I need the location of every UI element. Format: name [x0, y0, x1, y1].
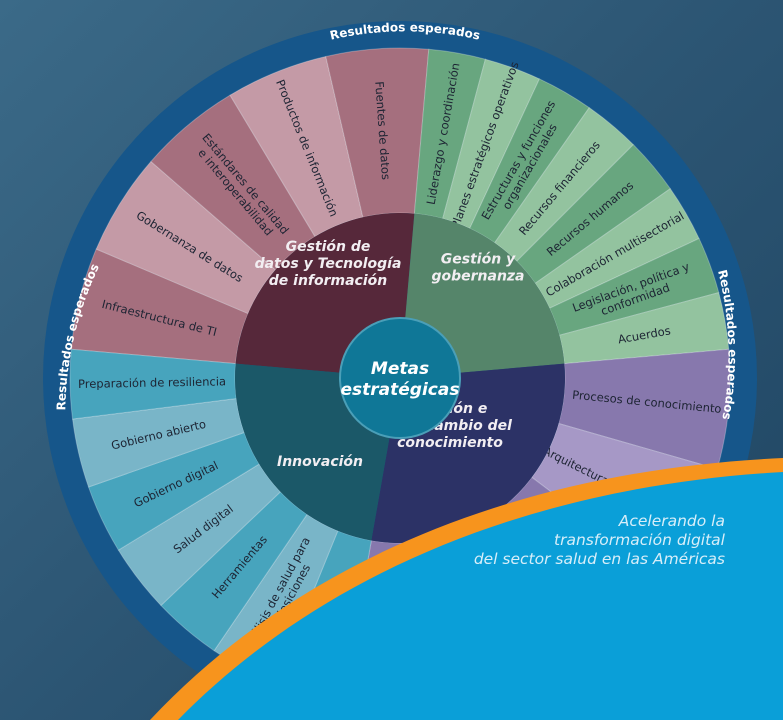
tagline-line: transformación digital — [554, 531, 725, 549]
tagline-line: del sector salud en las Américas — [473, 550, 725, 568]
center-label-line2: estratégicas — [341, 380, 460, 400]
quadrant-title-line: datos y Tecnología — [255, 256, 402, 272]
quadrant-innovacion — [234, 363, 390, 541]
quadrant-title-line: Gestión de — [286, 239, 371, 255]
quadrant-title-line: Gestión y — [441, 252, 516, 268]
segment-label-line: Fuentes de datos — [372, 81, 393, 181]
quadrant-title-innovacion: Innovación — [277, 454, 363, 470]
publication-tagline: Acelerando la transformación digital del… — [474, 512, 725, 569]
center-label-line1: Metas — [371, 359, 429, 379]
center-circle — [339, 317, 461, 439]
quadrant-gobernanza — [405, 213, 565, 373]
segment-label-line: Preparación de resiliencia — [78, 374, 226, 391]
segment-label: Preparación de resiliencia — [78, 374, 226, 391]
quadrant-title-line: Innovación — [277, 454, 363, 470]
quadrant-datos — [235, 212, 415, 373]
quadrant-title-line: conocimiento — [397, 435, 503, 451]
segment-datos — [229, 55, 364, 238]
segment-label: Fuentes de datos — [372, 81, 393, 181]
quadrant-title-line: de información — [269, 273, 388, 289]
blue-wave — [178, 472, 783, 720]
quadrant-conocimiento — [371, 363, 565, 543]
quadrant-title-line: gobernanza — [431, 269, 524, 285]
tagline-line: Acelerando la — [618, 512, 725, 530]
